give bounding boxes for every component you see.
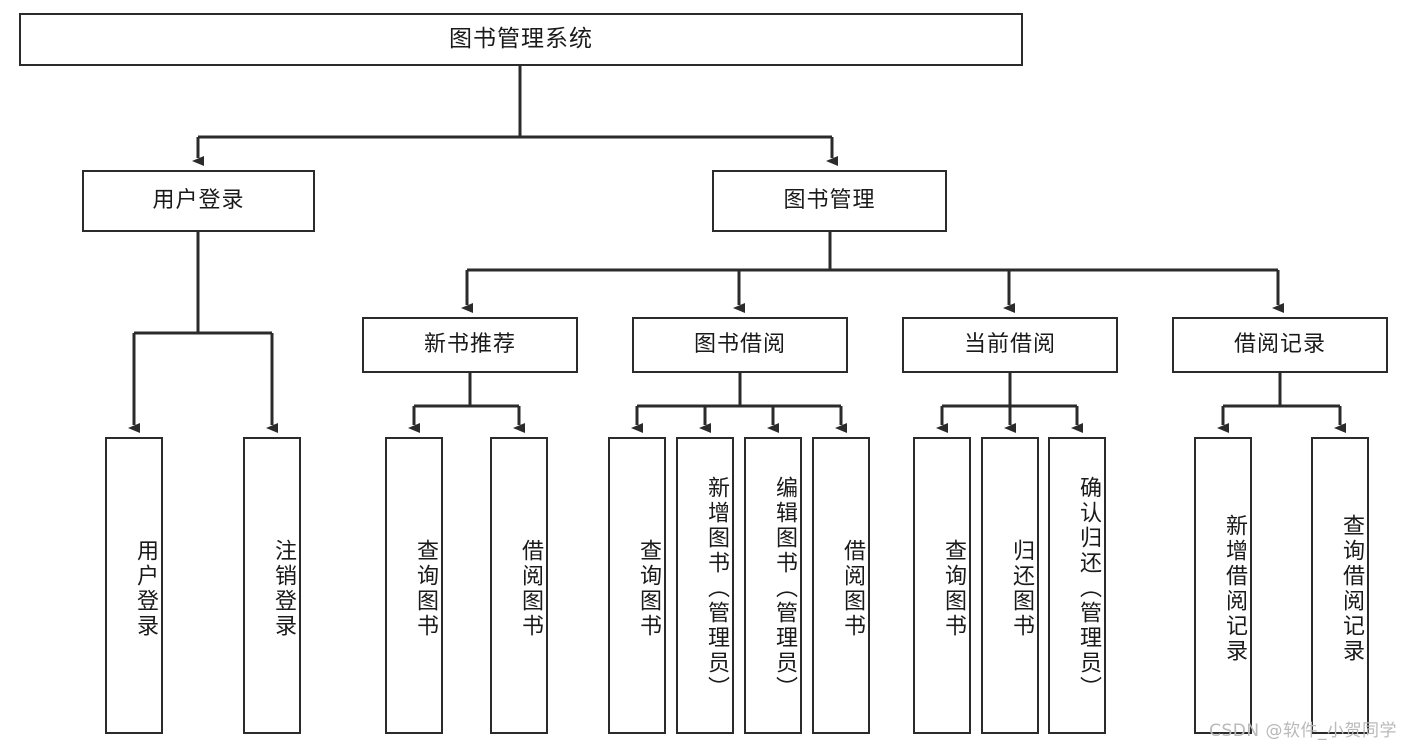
node-borrow-record[interactable]: 借阅记录 bbox=[1172, 317, 1388, 373]
node-label: 用户登录 bbox=[133, 538, 158, 639]
node-label: 用户登录 bbox=[152, 187, 245, 213]
leaf-current-return-book[interactable]: 归还图书 bbox=[981, 437, 1039, 734]
leaf-recommend-borrow-book[interactable]: 借阅图书 bbox=[490, 437, 548, 734]
node-label: 查询图书 bbox=[636, 538, 661, 639]
node-label: 编辑图书（管理员） bbox=[772, 476, 797, 701]
node-label: 图书管理系统 bbox=[449, 25, 593, 52]
leaf-record-query-record[interactable]: 查询借阅记录 bbox=[1311, 437, 1369, 734]
leaf-current-query-book[interactable]: 查询图书 bbox=[913, 437, 971, 734]
node-label: 查询图书 bbox=[413, 538, 438, 639]
node-label: 图书管理 bbox=[783, 187, 876, 213]
leaf-current-confirm-return-admin[interactable]: 确认归还（管理员） bbox=[1048, 437, 1106, 734]
node-current-borrow[interactable]: 当前借阅 bbox=[902, 317, 1118, 373]
node-label: 新增借阅记录 bbox=[1222, 513, 1247, 664]
node-label: 图书借阅 bbox=[693, 331, 786, 357]
node-book-borrow[interactable]: 图书借阅 bbox=[632, 317, 848, 373]
leaf-user-login-login[interactable]: 用户登录 bbox=[105, 437, 163, 734]
node-user-login[interactable]: 用户登录 bbox=[82, 170, 315, 232]
node-root-system[interactable]: 图书管理系统 bbox=[19, 13, 1023, 66]
node-label: 当前借阅 bbox=[963, 331, 1056, 357]
leaf-borrow-query-book[interactable]: 查询图书 bbox=[608, 437, 666, 734]
node-label: 借阅记录 bbox=[1233, 331, 1326, 357]
leaf-recommend-query-book[interactable]: 查询图书 bbox=[385, 437, 443, 734]
leaf-borrow-edit-book-admin[interactable]: 编辑图书（管理员） bbox=[744, 437, 802, 734]
node-label: 归还图书 bbox=[1009, 538, 1034, 639]
node-label: 借阅图书 bbox=[840, 538, 865, 639]
node-book-management[interactable]: 图书管理 bbox=[712, 170, 947, 232]
node-label: 确认归还（管理员） bbox=[1076, 476, 1101, 701]
node-label: 查询图书 bbox=[941, 538, 966, 639]
watermark: CSDN @软件_小贺同学 bbox=[1209, 721, 1397, 741]
leaf-record-add-record[interactable]: 新增借阅记录 bbox=[1194, 437, 1252, 734]
node-label: 新书推荐 bbox=[423, 331, 516, 357]
node-new-book-recommend[interactable]: 新书推荐 bbox=[362, 317, 578, 373]
node-label: 注销登录 bbox=[271, 538, 296, 639]
leaf-user-login-logout[interactable]: 注销登录 bbox=[243, 437, 301, 734]
leaf-borrow-add-book-admin[interactable]: 新增图书（管理员） bbox=[676, 437, 734, 734]
node-label: 新增图书（管理员） bbox=[704, 476, 729, 701]
node-label: 查询借阅记录 bbox=[1339, 513, 1364, 664]
leaf-borrow-borrow-book[interactable]: 借阅图书 bbox=[812, 437, 870, 734]
node-label: 借阅图书 bbox=[518, 538, 543, 639]
